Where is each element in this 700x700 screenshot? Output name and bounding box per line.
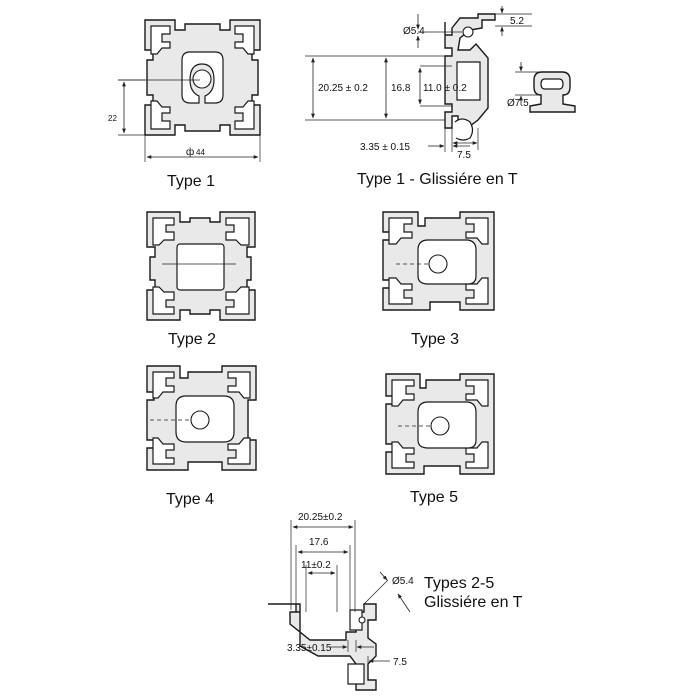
slot1-d335-label: 3.35 ± 0.15 (360, 142, 410, 153)
cover-dia-label: Ø7.5 (507, 98, 529, 109)
caption-type5: Type 5 (410, 489, 458, 506)
slot25-d335-label: 3.35±0.15 (287, 643, 332, 654)
type3-profile (382, 211, 495, 311)
type2-profile (146, 211, 256, 321)
caption-type4: Type 4 (166, 491, 214, 508)
caption-type1-slot: Type 1 - Glissiére en T (357, 171, 518, 188)
type5-profile (385, 373, 495, 475)
slot1-d52-label: 5.2 (510, 16, 524, 27)
slot25-d11-label: 11±0.2 (301, 560, 331, 571)
types25-slot-dimensions: 20.25±0.2 17.6 11±0.2 Ø5.4 3.35±0.15 7.5 (287, 512, 414, 668)
slot25-d176-label: 17.6 (309, 537, 329, 548)
slot25-d2025-label: 20.25±0.2 (298, 512, 343, 523)
slot1-d110-label: 11.0 ± 0.2 (423, 83, 467, 94)
caption-type3: Type 3 (411, 331, 459, 348)
type1-profile (144, 19, 261, 136)
type1-width-symbol: ф (186, 146, 194, 158)
type1-slot-dimensions: Ø5.4 5.2 20.25 ± 0.2 16.8 11.0 ± 0.2 3.3… (305, 6, 532, 161)
type4-profile (146, 365, 257, 471)
caption-type2: Type 2 (168, 331, 216, 348)
type1-dimensions: 22 ф 44 (108, 79, 261, 162)
slot1-d2025-label: 20.25 ± 0.2 (318, 83, 368, 94)
slot1-d168-label: 16.8 (391, 83, 411, 94)
types25-slot-section (268, 603, 377, 691)
caption-type1: Type 1 (167, 173, 215, 190)
type1-width-label: 44 (196, 148, 205, 157)
type1-slot-section (444, 13, 496, 141)
slot1-d54-label: Ø5.4 (403, 26, 425, 37)
slot1-d75-label: 7.5 (457, 150, 471, 161)
caption-types25-line1: Types 2-5 (424, 575, 494, 592)
slot25-d75-label: 7.5 (393, 657, 407, 668)
type1-height-label: 22 (108, 114, 117, 123)
t-slot-cover-part: Ø7.5 (507, 62, 576, 113)
caption-types25-line2: Glissiére en T (424, 594, 523, 611)
slot25-d54-label: Ø5.4 (392, 576, 414, 587)
